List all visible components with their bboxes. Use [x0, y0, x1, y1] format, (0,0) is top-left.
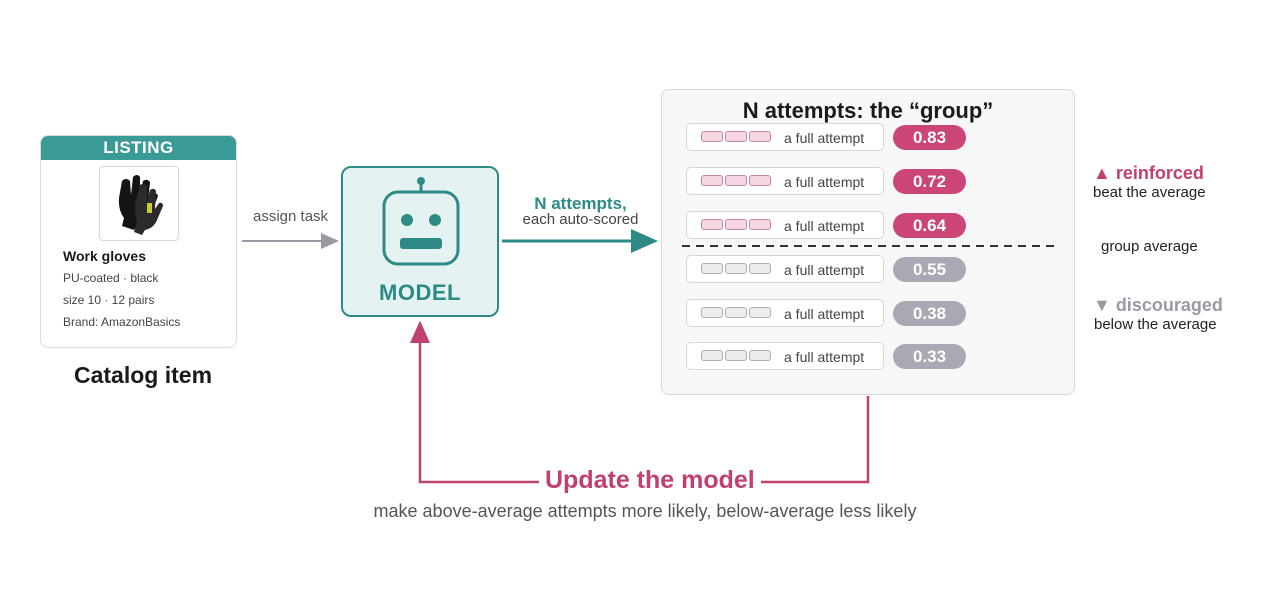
score-badge: 0.72 [893, 169, 966, 194]
attempt-label: a full attempt [784, 262, 865, 278]
listing-header: LISTING [41, 136, 236, 160]
model-box: MODEL [341, 166, 499, 317]
gloves-image [99, 166, 179, 241]
score-badge: 0.33 [893, 344, 966, 369]
reinforced-sublabel: beat the average [1093, 184, 1206, 201]
discouraged-sublabel: below the average [1094, 316, 1217, 333]
model-label: MODEL [379, 280, 461, 305]
robot-icon [382, 177, 460, 266]
listing-card: LISTING Work gloves PU-coated · black si… [40, 135, 237, 348]
attempt-label: a full attempt [784, 306, 865, 322]
score-badge: 0.55 [893, 257, 966, 282]
attempt-row: a full attempt [686, 123, 884, 151]
assign-task-label: assign task [253, 208, 329, 225]
discouraged-label: ▼ discouraged [1093, 295, 1223, 315]
token-strip [701, 263, 773, 274]
token-strip [701, 131, 773, 142]
attempt-label: a full attempt [784, 130, 865, 146]
attempt-label: a full attempt [784, 218, 865, 234]
auto-scored-label: each auto-scored [522, 211, 639, 228]
group-average-label: group average [1101, 238, 1198, 255]
n-attempts-label: N attempts, [534, 194, 627, 213]
update-model-subtitle: make above-average attempts more likely,… [373, 501, 917, 521]
attempt-row: a full attempt [686, 255, 884, 283]
attempt-row: a full attempt [686, 167, 884, 195]
token-strip [701, 175, 773, 186]
score-badge: 0.38 [893, 301, 966, 326]
token-strip [701, 307, 773, 318]
group-title: N attempts: the “group” [742, 98, 994, 123]
product-name: Work gloves [63, 248, 146, 264]
attempt-row: a full attempt [686, 342, 884, 370]
score-badge: 0.83 [893, 125, 966, 150]
update-model-title: Update the model [539, 466, 761, 495]
attempt-row: a full attempt [686, 299, 884, 327]
attempt-label: a full attempt [784, 174, 865, 190]
token-strip [701, 350, 773, 361]
attempt-label: a full attempt [784, 349, 865, 365]
catalog-item-caption: Catalog item [74, 362, 213, 388]
product-detail: PU-coated · black [63, 271, 159, 285]
product-detail: size 10 · 12 pairs [63, 293, 155, 307]
score-badge: 0.64 [893, 213, 966, 238]
product-detail: Brand: AmazonBasics [63, 315, 181, 329]
attempt-row: a full attempt [686, 211, 884, 239]
gloves-icon [118, 175, 163, 235]
group-average-line [682, 245, 1054, 247]
token-strip [701, 219, 773, 230]
reinforced-label: ▲ reinforced [1093, 163, 1204, 183]
